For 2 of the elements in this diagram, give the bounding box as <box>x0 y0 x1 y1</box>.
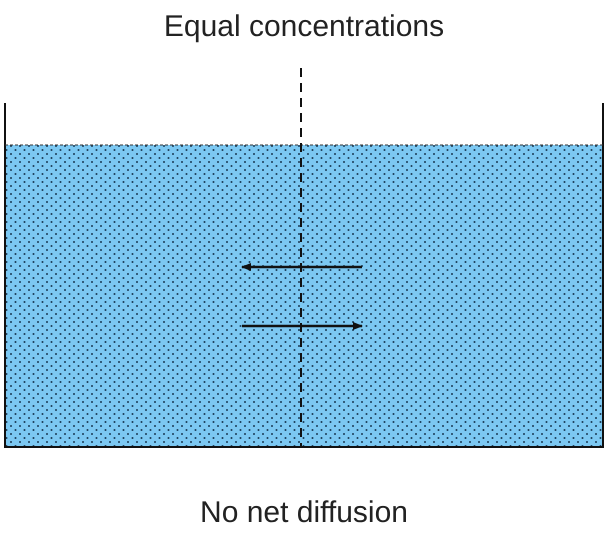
caption: No net diffusion <box>200 496 408 530</box>
title: Equal concentrations <box>164 10 444 44</box>
